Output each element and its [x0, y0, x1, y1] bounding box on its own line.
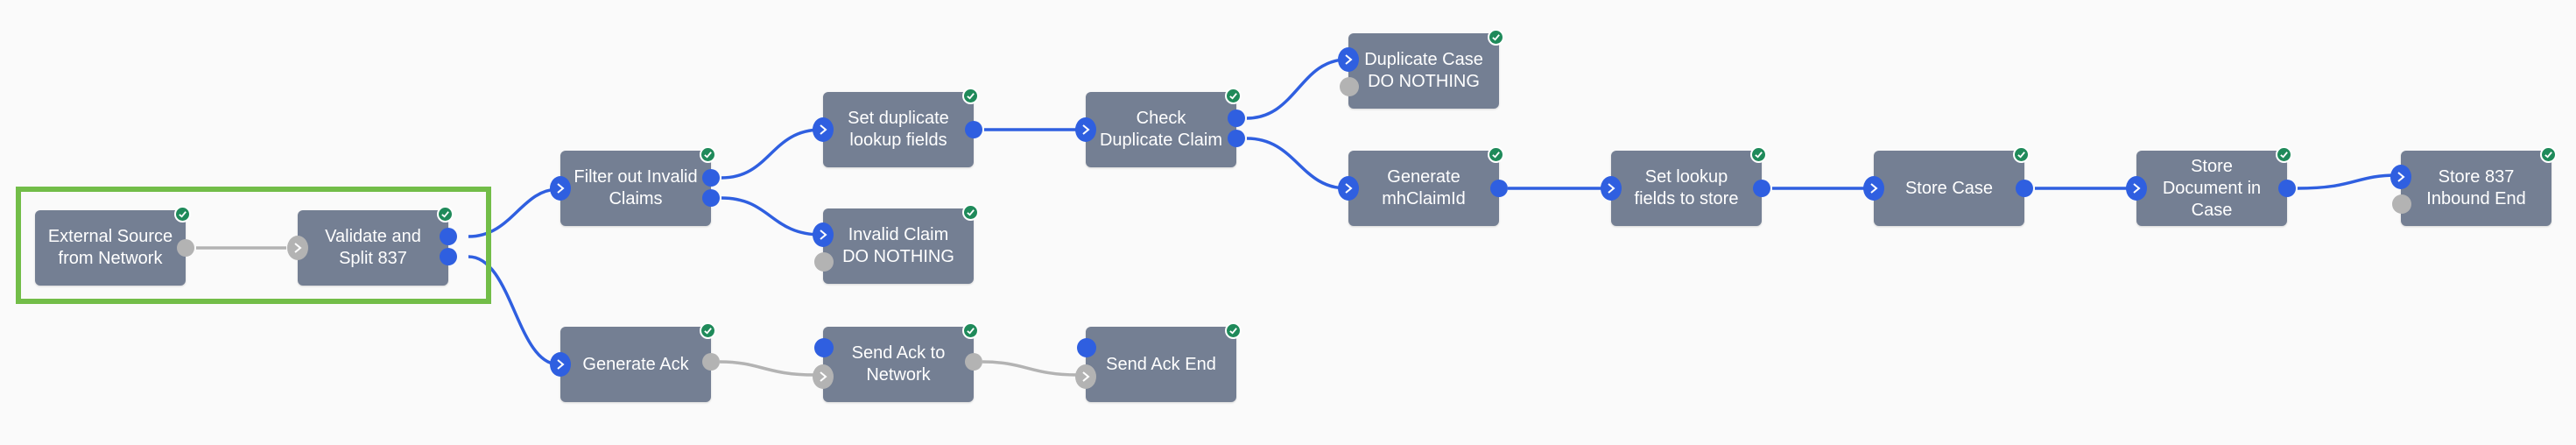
check-icon [962, 88, 979, 104]
input-port[interactable] [813, 117, 834, 142]
input-port[interactable] [287, 236, 308, 260]
node-store-837-end[interactable]: Store 837 Inbound End [2390, 146, 2557, 226]
secondary-input-port[interactable] [814, 252, 834, 272]
node-label: Duplicate Case DO NOTHING [1364, 50, 1483, 91]
edge-ack-to-send [719, 360, 815, 377]
edge-send-to-end [982, 360, 1078, 377]
input-port[interactable] [1075, 364, 1096, 389]
output-port[interactable] [702, 353, 720, 371]
edge-filter-to-invalid [721, 196, 822, 237]
secondary-input-port[interactable] [1340, 77, 1359, 96]
node-label: External Source from Network [47, 227, 173, 268]
edge-check-to-dupcase [1246, 58, 1348, 120]
output-port[interactable] [2278, 180, 2296, 197]
output-port[interactable] [1490, 180, 1508, 197]
node-generate-mhclaimid[interactable]: Generate mhClaimId [1338, 146, 1508, 226]
node-store-document[interactable]: Store Document in Case [2126, 146, 2296, 226]
input-port[interactable] [1863, 176, 1884, 201]
check-icon [1225, 322, 1242, 339]
output-port[interactable] [2016, 180, 2033, 197]
node-label: Invalid Claim DO NOTHING [842, 225, 954, 266]
output-port-ack[interactable] [440, 248, 457, 265]
node-label: Store 837 Inbound End [2426, 167, 2526, 208]
input-port[interactable] [813, 364, 834, 389]
node-label: Validate and Split 837 [325, 227, 421, 268]
node-external-source[interactable]: External Source from Network [35, 206, 194, 286]
node-invalid-claim[interactable]: Invalid Claim DO NOTHING [813, 204, 979, 284]
output-port[interactable] [965, 353, 982, 371]
node-generate-ack[interactable]: Generate Ack [550, 322, 720, 402]
output-port[interactable] [177, 239, 194, 257]
input-port[interactable] [2390, 165, 2411, 189]
node-send-ack[interactable]: Send Ack to Network [813, 322, 982, 402]
output-port[interactable] [965, 121, 982, 138]
check-icon [2540, 146, 2557, 163]
node-label: Send Ack End [1106, 354, 1216, 374]
edge-storedoc-to-end [2297, 173, 2398, 190]
input-port[interactable] [1338, 176, 1359, 201]
input-port[interactable] [1338, 47, 1359, 72]
edge-filter-to-setdup [721, 128, 822, 180]
node-send-ack-end[interactable]: Send Ack End [1075, 322, 1242, 402]
input-port[interactable] [550, 176, 571, 201]
check-icon [700, 322, 716, 339]
node-label: Store Document in Case [2162, 156, 2262, 220]
selection-frame [16, 187, 491, 304]
check-icon [1488, 29, 1504, 46]
output-port-new[interactable] [1228, 130, 1245, 147]
check-icon [2013, 146, 2030, 163]
node-validate-split[interactable]: Validate and Split 837 [287, 206, 457, 286]
node-label: Store Case [1904, 178, 1994, 198]
node-label: Filter out Invalid Claims [574, 167, 698, 208]
node-label: Set lookup fields to store [1634, 167, 1739, 208]
check-icon [962, 204, 979, 221]
node-set-duplicate-lookup[interactable]: Set duplicate lookup fields [813, 88, 982, 167]
input-port[interactable] [1075, 117, 1096, 142]
output-port[interactable] [1753, 180, 1770, 197]
check-icon [1488, 146, 1504, 163]
check-icon [437, 206, 454, 222]
check-icon [1750, 146, 1767, 163]
input-port[interactable] [550, 352, 571, 377]
check-icon [1225, 88, 1242, 104]
check-icon [700, 146, 716, 163]
node-label: Generate mhClaimId [1382, 167, 1466, 208]
ack-input-port[interactable] [814, 338, 834, 357]
node-label: Set duplicate lookup fields [848, 109, 949, 150]
check-icon [2276, 146, 2292, 163]
check-icon [962, 322, 979, 339]
input-port[interactable] [1601, 176, 1622, 201]
output-port-valid[interactable] [440, 228, 457, 245]
ack-input-port[interactable] [1077, 338, 1096, 357]
edge-check-to-generate [1246, 137, 1348, 190]
secondary-input-port[interactable] [2392, 194, 2411, 214]
output-port-invalid[interactable] [702, 189, 720, 207]
node-duplicate-case[interactable]: Duplicate Case DO NOTHING [1338, 29, 1504, 109]
node-check-duplicate[interactable]: Check Duplicate Claim [1075, 88, 1245, 167]
node-label: Generate Ack [582, 354, 689, 374]
node-label: Send Ack to Network [851, 343, 946, 385]
output-port-duplicate[interactable] [1228, 109, 1245, 127]
node-store-case[interactable]: Store Case [1863, 146, 2033, 226]
node-filter-invalid[interactable]: Filter out Invalid Claims [550, 146, 720, 226]
input-port[interactable] [813, 222, 834, 247]
node-set-lookup-store[interactable]: Set lookup fields to store [1601, 146, 1770, 226]
check-icon [174, 206, 191, 222]
node-label: Check Duplicate Claim [1099, 109, 1223, 150]
input-port[interactable] [2126, 176, 2147, 201]
output-port-valid[interactable] [702, 169, 720, 187]
